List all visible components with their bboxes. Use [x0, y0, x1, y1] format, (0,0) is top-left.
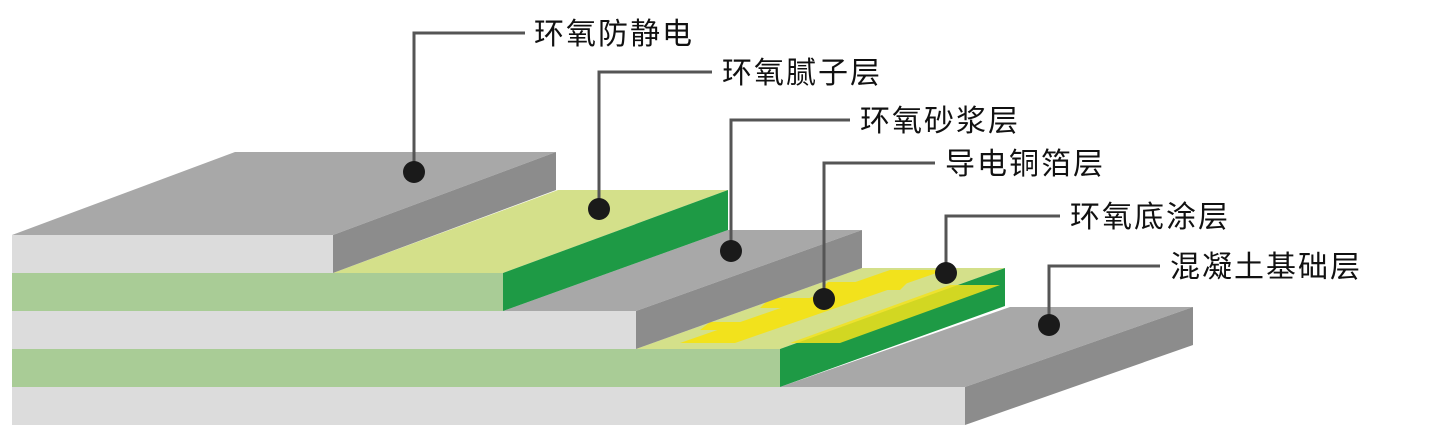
leader-epoxy-mortar: [729, 118, 850, 251]
concrete-base-front: [12, 387, 965, 425]
concrete-base-slab: [12, 307, 1193, 425]
label-epoxy-antistatic: 环氧防静电: [534, 17, 694, 52]
leader-epoxy-antistatic: [412, 31, 525, 172]
label-epoxy-putty: 环氧腻子层: [722, 56, 882, 91]
leader-copper-foil: [822, 161, 935, 299]
dot-epoxy-antistatic: [403, 161, 425, 183]
epoxy-putty-top: [333, 190, 728, 273]
dot-epoxy-mortar: [720, 240, 742, 262]
leader-concrete-base: [1047, 264, 1160, 325]
epoxy-putty-slab: [12, 190, 728, 311]
copper-foil-pattern: [680, 270, 1000, 343]
leader-lines: [412, 31, 1160, 325]
epoxy-mortar-slab: [12, 230, 862, 349]
concrete-base-side: [965, 307, 1193, 425]
leader-epoxy-putty: [597, 70, 712, 209]
epoxy-antistatic-front: [12, 235, 333, 273]
epoxy-antistatic-side: [333, 152, 556, 273]
copper-foil-strip-2: [790, 285, 1000, 343]
marker-dots: [403, 161, 1060, 336]
leader-epoxy-primer: [944, 214, 1060, 273]
epoxy-putty-side: [503, 190, 728, 311]
dot-copper-foil: [813, 288, 835, 310]
dot-epoxy-primer: [935, 262, 957, 284]
epoxy-mortar-front: [12, 311, 636, 349]
dot-epoxy-putty: [588, 198, 610, 220]
label-epoxy-mortar: 环氧砂浆层: [860, 104, 1020, 139]
epoxy-putty-front: [12, 273, 503, 311]
epoxy-primer-front: [12, 349, 780, 387]
epoxy-mortar-top: [503, 230, 862, 311]
label-copper-foil: 导电铜箔层: [945, 147, 1105, 182]
concrete-base-top: [780, 307, 1193, 387]
epoxy-mortar-side: [636, 230, 862, 349]
copper-foil-cross-1: [700, 322, 770, 330]
dot-concrete-base: [1038, 314, 1060, 336]
label-concrete-base: 混凝土基础层: [1170, 250, 1362, 285]
label-epoxy-primer: 环氧底涂层: [1070, 200, 1230, 235]
callout-labels: 环氧防静电 环氧腻子层 环氧砂浆层 导电铜箔层 环氧底涂层 混凝土基础层: [534, 17, 1362, 285]
copper-foil-cross-3: [820, 282, 908, 290]
